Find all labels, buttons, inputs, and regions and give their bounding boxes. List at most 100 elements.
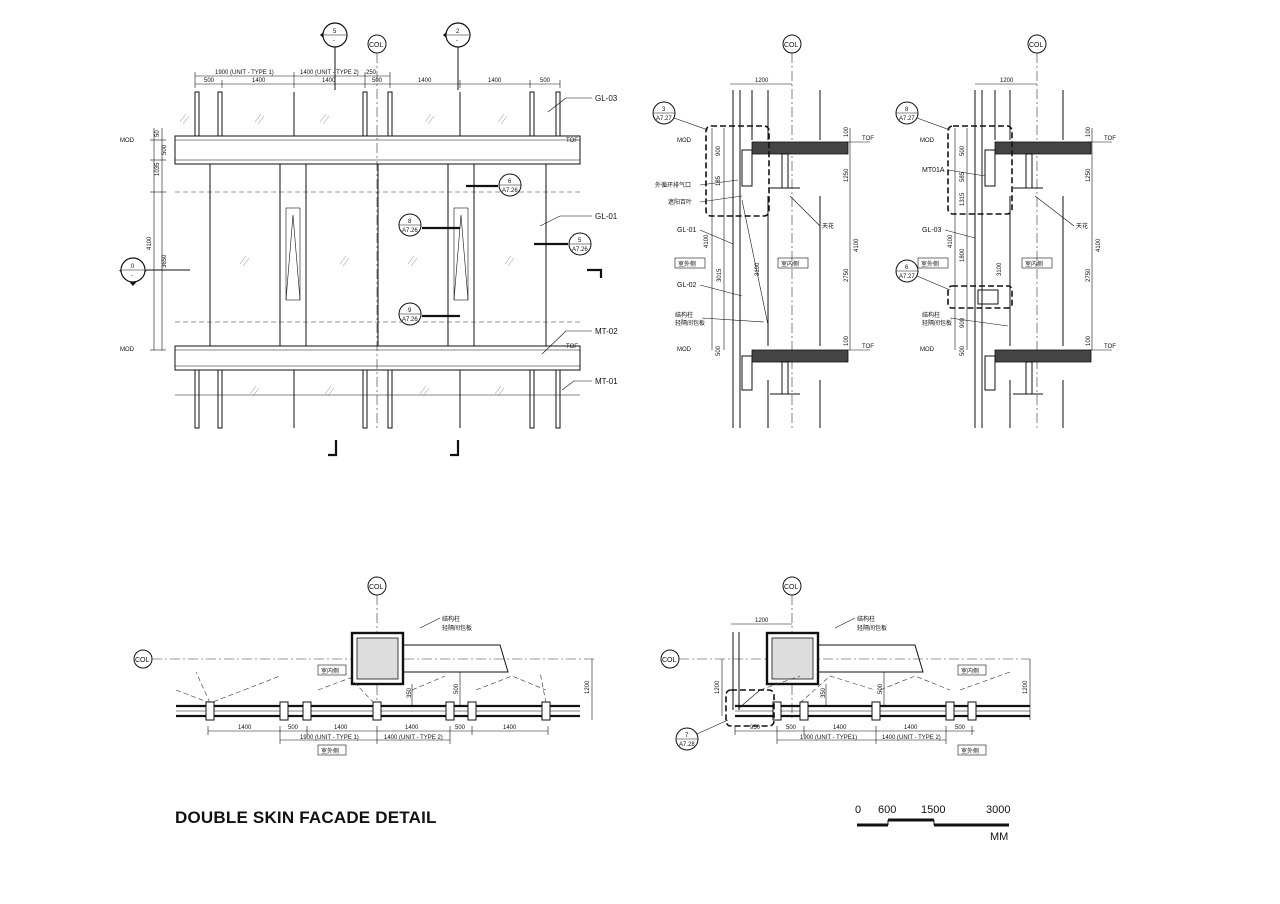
callout-5-a7-26: 5 A7.26 [534,232,592,256]
dim-500: 500 [878,683,884,694]
dim-unit-type1: 1900 (UNIT - TYPE 1) [300,735,359,741]
dim-100: 100 [1086,126,1092,137]
tof-label: TOF [1104,136,1116,142]
dim-900: 900 [960,317,966,328]
dim-1400: 1400 [334,725,348,731]
dim-500: 500 [960,145,966,156]
box-outdoor: 室外侧 [921,260,939,268]
elevation-view: 1900 (UNIT - TYPE 1) 1400 (UNIT - TYPE 2… [119,22,618,457]
dim-350: 350 [407,687,413,698]
section-view-2: COL 1200 8 A7.27 6 A7.27 MOD MO [895,34,1116,428]
dim-unit-type1: 1900 (UNIT - TYPE 1) [215,70,274,76]
mod-label: MOD [920,347,935,353]
callout-6-a7-26: 6 A7.26 [466,173,522,197]
dim-1200: 1200 [715,680,721,694]
box-outdoor: 室外侧 [961,747,979,755]
scale-bar: 0 600 1500 3000 MM [855,804,1010,843]
dim-4100: 4100 [147,236,153,250]
tof-label: TOF [862,344,874,350]
scale-unit: MM [990,831,1008,843]
dim-100: 100 [844,126,850,137]
svg-text:-: - [456,38,458,44]
svg-text:5: 5 [333,29,337,35]
mod-label: MOD [677,347,692,353]
tag-mt-02: MT-02 [595,327,618,336]
dim-3100: 3100 [755,262,761,276]
dim-unit-type2: 1400 (UNIT - TYPE 2) [300,70,359,76]
dim-1400: 1400 [238,725,252,731]
dim-250: 250 [366,70,377,76]
column-label: COL [784,584,799,591]
dim-500: 500 [454,683,460,694]
dim-950: 950 [750,725,761,731]
dim-sub: 500 [204,78,215,84]
dim-2750: 2750 [1086,268,1092,282]
section-marker: 5 - [320,22,348,90]
mod-label: MOD [920,138,935,144]
dim-350: 350 [821,687,827,698]
dim-500: 500 [955,725,966,731]
callout-sheet: A7.27 [899,116,915,122]
scale-tick: 600 [878,804,896,816]
box-indoor: 室内侧 [781,260,799,268]
scale-tick: 1500 [921,804,945,816]
mod-label: MOD [677,138,692,144]
svg-text:A7.26: A7.26 [572,247,588,253]
label-ceiling: 天花 [822,222,834,230]
svg-text:A7.26: A7.26 [402,228,418,234]
tag-gl-01: GL-01 [595,212,618,221]
column-label: COL [784,42,799,49]
dim-500: 500 [716,345,722,356]
scale-tick: 0 [855,804,861,816]
dim-unit-type2: 1400 (UNIT - TYPE 2) [384,735,443,741]
label-mt01a: MT01A [922,167,945,174]
svg-text:COL: COL [369,42,384,49]
dim-500: 500 [162,144,168,155]
dim-500: 500 [960,345,966,356]
drawing-title: DOUBLE SKIN FACADE DETAIL [175,808,437,827]
section-marker-left: 0 - [119,257,190,286]
label-structural-column: 结构柱 [857,615,875,623]
label-ceiling: 天花 [1076,222,1088,230]
svg-text:-: - [333,38,335,44]
dim-sub: 500 [372,78,383,84]
dim-1315: 1315 [960,192,966,206]
callout-number: 3 [662,107,666,113]
callout-number: 8 [905,107,909,113]
dim-1250: 1250 [844,168,850,182]
dim-4100: 4100 [704,234,710,248]
label-gl-01: GL-01 [677,227,697,234]
dim-3100: 3100 [997,262,1003,276]
dim-1200: 1200 [755,618,769,624]
svg-text:2: 2 [456,29,460,35]
svg-text:6: 6 [508,179,512,185]
label-structural-column: 结构柱 [675,311,693,319]
callout-8-a7-26: 8 A7.26 [398,213,460,237]
dim-3015: 3015 [717,268,723,282]
label-sunshade-louver: 遮阳百叶 [668,198,692,206]
svg-text:A7.26: A7.26 [402,317,418,323]
tof-label: TOF [566,138,578,144]
column-label: COL [1029,42,1044,49]
label-structural-column: 结构柱 [922,311,940,319]
label-structural-column: 结构柱 [442,615,460,623]
column-label: COL [662,657,677,664]
dim-4100: 4100 [854,238,860,252]
column-label: COL [135,657,150,664]
dim-100: 100 [1086,335,1092,346]
dim-1250: 1250 [1086,168,1092,182]
callout-number: 6 [905,265,909,271]
svg-text:8: 8 [408,219,412,225]
dim-500: 500 [455,725,466,731]
section-view-1: COL 1200 3 A7.27 MOD MOD TOF TOF 900 [652,34,874,428]
dim-1400: 1400 [405,725,419,731]
label-gl-03: GL-03 [922,227,942,234]
box-indoor: 室内侧 [1025,260,1043,268]
dim-500: 500 [786,725,797,731]
dim-2750: 2750 [844,268,850,282]
plan-view-2: COL COL 1200 结构柱 轻隔间包板 室内侧 [660,576,1031,756]
dim-3650: 3650 [162,254,168,268]
tof-label: TOF [1104,344,1116,350]
scale-tick: 3000 [986,804,1010,816]
callout-sheet: A7.28 [679,742,695,748]
